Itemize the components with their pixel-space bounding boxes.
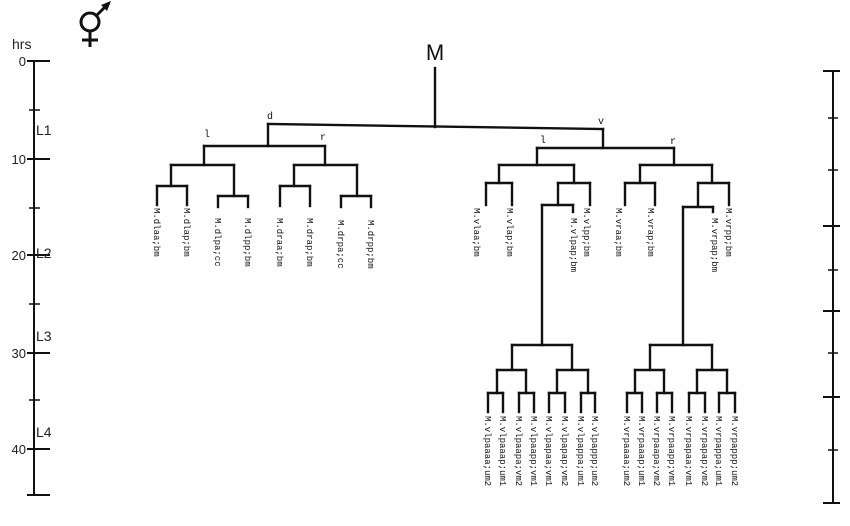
leaf-cell-label: M.vrpaaap;um1 [636, 416, 646, 486]
leaf-cell-label: M.vlpp;bm [581, 208, 591, 257]
leaf-cell-label: M.vlpaaaa;um2 [482, 416, 492, 486]
time-axis-right [823, 70, 840, 504]
leaf-cell-label: M.vrpapap;vm2 [699, 416, 709, 486]
leaf-cell-label: M.vlpap;bm [568, 218, 578, 272]
stage-label: L4 [36, 424, 52, 440]
leaf-cell-label: M.dlpp;bm [242, 218, 252, 267]
axis-tick-label: 30 [12, 346, 26, 361]
branch-label-dorsal-right: r [320, 133, 326, 144]
leaf-cell-label: M.vlaa;bm [471, 208, 481, 257]
leaf-cell-label: M.vrpapaa;vm1 [683, 416, 693, 486]
branch-label-ventral-left: l [540, 135, 546, 147]
axis-tick-label: 20 [12, 248, 26, 263]
leaf-cell-label: M.vraa;bm [613, 208, 623, 257]
leaf-cell-label: M.draa;bm [274, 218, 284, 267]
hermaphrodite-symbol-icon [79, 1, 111, 47]
leaf-cell-label: M.vrpap;bm [709, 218, 719, 272]
leaf-cell-label: M.vlpapaa;vm1 [543, 416, 553, 486]
tree-branch [266, 122, 605, 131]
leaf-cell-label: M.vrpappa;um1 [713, 416, 723, 486]
leaf-cell-label: M.vlap;bm [504, 208, 514, 257]
leaf-cell-label: M.vlpaapp;vm1 [528, 416, 538, 486]
axis-tick-label: 0 [19, 54, 26, 69]
axis-tick-label: 40 [12, 442, 26, 457]
stage-label: L3 [36, 328, 52, 344]
branch-label-dorsal-left: l [204, 129, 210, 141]
root-cell-label: M [426, 40, 444, 65]
leaf-cell-label: M.drpa;cc [335, 220, 345, 269]
leaf-cell-label: M.dlpa;cc [212, 218, 222, 267]
axis-unit-label: hrs [12, 36, 31, 52]
leaf-cell-label: M.vlpappp;um2 [589, 416, 599, 486]
branch-label-ventral: v [598, 117, 604, 128]
stage-label: L1 [36, 122, 52, 138]
leaf-cell-label: M.drpp;bm [365, 220, 375, 269]
leaf-cell-label: M.vrpappp;um2 [729, 416, 739, 486]
leaf-cell-label: M.vrpaapa;vm2 [651, 416, 661, 486]
leaf-cell-label: M.vlpapap;vm2 [559, 416, 569, 486]
leaf-cell-label: M.vrpaaaa;um2 [621, 416, 631, 486]
stage-label: L2 [36, 245, 52, 261]
branch-label-ventral-right: r [670, 137, 676, 148]
leaf-cell-label: M.vlpappa;um1 [575, 416, 585, 486]
leaf-cell-label: M.vrpp;bm [723, 208, 733, 257]
leaf-cell-label: M.vrpaapp;vm1 [666, 416, 676, 486]
leaf-cell-label: M.vlpaapa;vm2 [513, 416, 523, 486]
axis-tick-label: 10 [12, 152, 26, 167]
leaf-cell-label: M.dlaa;bm [151, 208, 161, 257]
leaf-cell-label: M.drap;bm [304, 218, 314, 267]
leaf-cell-label: M.vrap;bm [645, 208, 655, 257]
lineage-tree-lines [155, 66, 737, 414]
leaf-labels: M.dlaa;bm M.dlap;bm M.dlpa;cc M.dlpp;bm M.dr… [151, 208, 739, 486]
leaf-cell-label: M.dlap;bm [181, 208, 191, 257]
branch-label-dorsal: d [267, 111, 273, 123]
leaf-cell-label: M.vlpaaap;um1 [497, 416, 507, 486]
